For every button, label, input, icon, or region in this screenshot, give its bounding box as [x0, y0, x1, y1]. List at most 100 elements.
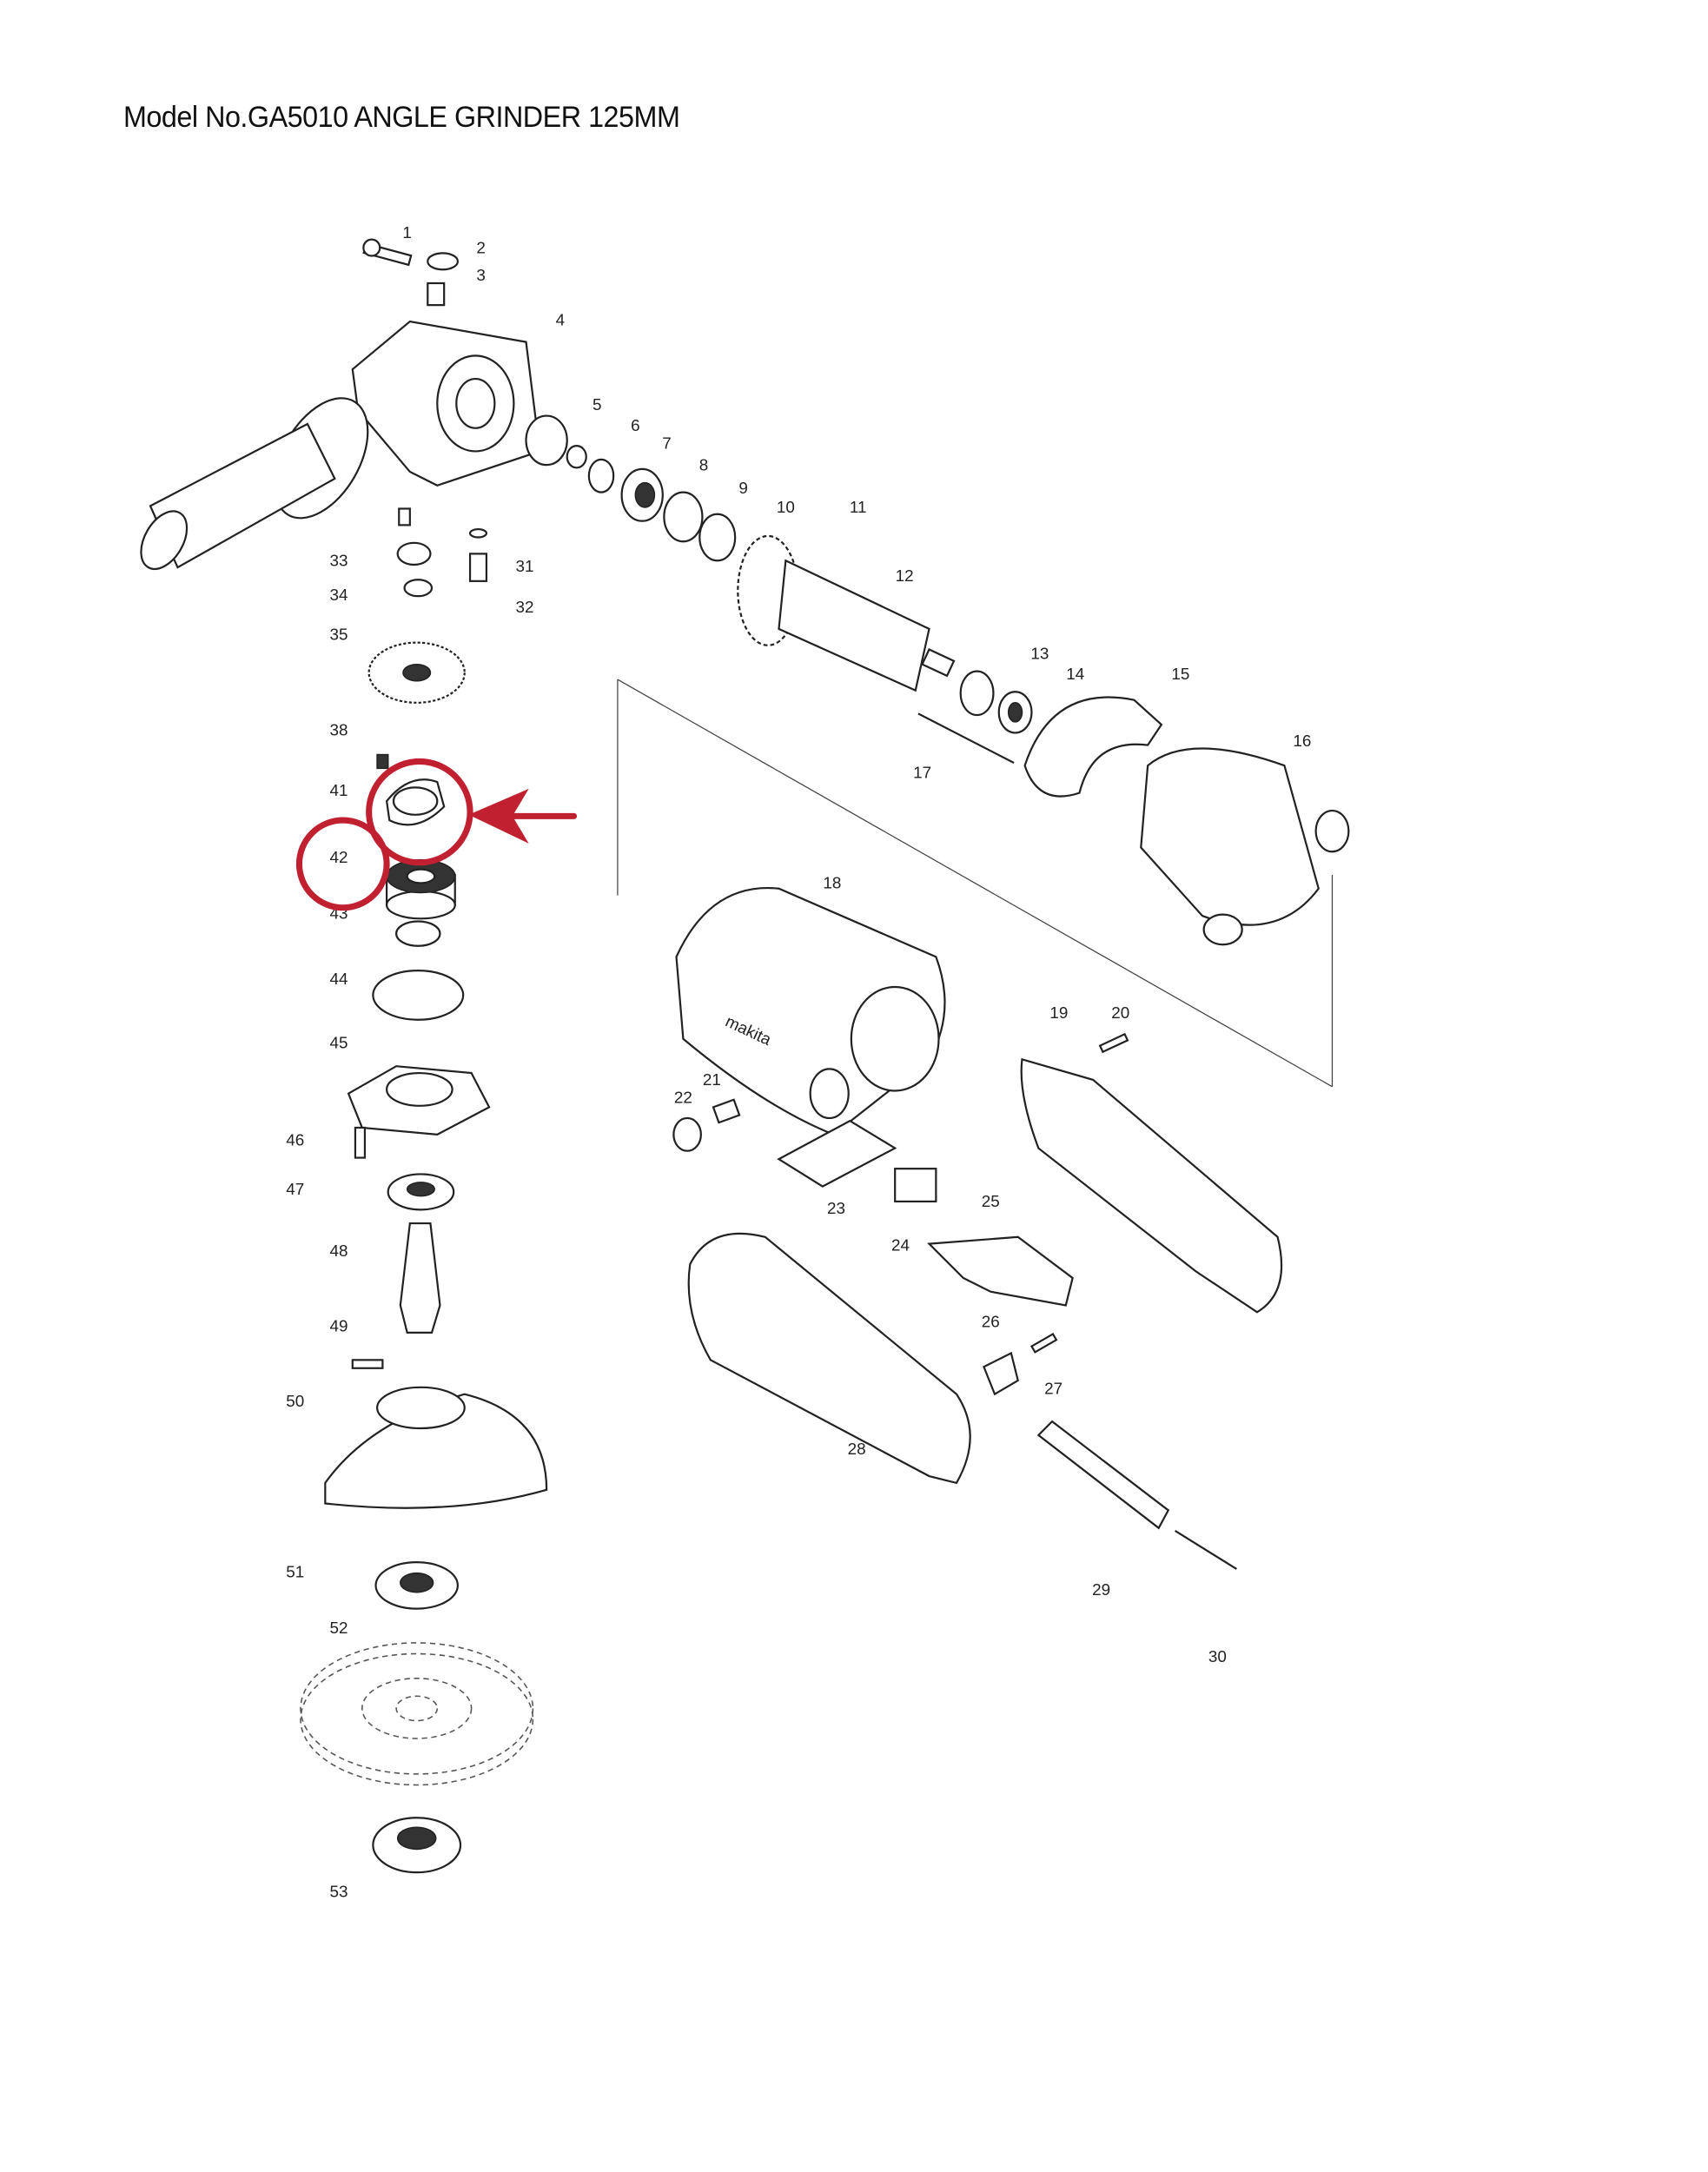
- part-31-oring: [468, 527, 488, 539]
- part-label-4: 4: [556, 311, 566, 329]
- part-label-28: 28: [848, 1440, 866, 1458]
- part-label-13: 13: [1030, 644, 1049, 662]
- part-label-12: 12: [896, 566, 914, 585]
- part-53-lock-nut: [372, 1817, 462, 1874]
- part-10-circlip: [698, 513, 737, 562]
- parts-drawing: makita: [140, 238, 1350, 1874]
- grinding-wheel-dashed: [300, 1642, 534, 1786]
- part-2: [427, 252, 459, 271]
- part-25-switch: [927, 1235, 1074, 1307]
- part-label-52: 52: [330, 1619, 348, 1637]
- part-9-ring: [663, 491, 704, 543]
- assembly-frame: [617, 679, 1334, 1088]
- part-label-25: 25: [982, 1192, 1000, 1210]
- part-23-label: [777, 1119, 897, 1188]
- part-29-cord-guard: [1036, 1420, 1170, 1530]
- part-label-41: 41: [330, 781, 348, 799]
- part-15-baffle: [1023, 696, 1163, 798]
- part-14-bearing: [997, 691, 1033, 734]
- part-34: [396, 541, 432, 566]
- part-label-34: 34: [330, 586, 348, 604]
- part-label-1: 1: [402, 223, 412, 242]
- part-label-35: 35: [330, 625, 348, 643]
- part-42-bearing-retainer: [385, 778, 446, 826]
- part-label-29: 29: [1092, 1580, 1110, 1599]
- part-label-38: 38: [330, 721, 348, 739]
- part-12-armature: [737, 534, 956, 692]
- part-6: [566, 445, 587, 469]
- part-label-27: 27: [1044, 1380, 1063, 1398]
- part-label-20: 20: [1111, 1003, 1129, 1022]
- part-label-42: 42: [330, 848, 348, 866]
- part-51-wheel-guard: [324, 1386, 548, 1509]
- part-1-screw: [362, 238, 413, 267]
- part-33: [398, 507, 411, 526]
- side-grip-handle: [140, 397, 369, 570]
- part-50-screw: [351, 1359, 384, 1369]
- part-19-handle-half: [1020, 1057, 1283, 1314]
- part-label-26: 26: [982, 1313, 1000, 1331]
- part-label-50: 50: [286, 1392, 304, 1410]
- part-32: [468, 553, 488, 582]
- part-label-8: 8: [699, 455, 709, 473]
- part-8-bearing: [620, 467, 664, 522]
- part-label-48: 48: [330, 1242, 348, 1260]
- part-24-capacitor: [894, 1168, 937, 1203]
- part-label-23: 23: [827, 1199, 845, 1217]
- part-label-51: 51: [286, 1562, 304, 1580]
- part-30-cord: [1175, 1530, 1237, 1570]
- part-label-47: 47: [286, 1180, 304, 1198]
- part-label-3: 3: [476, 266, 486, 284]
- part-7: [587, 458, 615, 493]
- part-label-45: 45: [330, 1034, 348, 1052]
- part-20-screw: [1098, 1032, 1129, 1054]
- part-label-24: 24: [891, 1236, 910, 1255]
- part-21-brush: [712, 1098, 741, 1124]
- part-label-53: 53: [330, 1882, 348, 1900]
- highlight-arrow-head: [468, 788, 529, 844]
- part-label-46: 46: [286, 1130, 304, 1149]
- part-49-spindle: [399, 1222, 441, 1334]
- part-label-30: 30: [1208, 1647, 1227, 1665]
- part-label-11: 11: [850, 498, 867, 516]
- part-label-9: 9: [738, 479, 748, 497]
- part-label-10: 10: [777, 498, 795, 516]
- part-label-5: 5: [593, 395, 602, 414]
- part-label-16: 16: [1293, 732, 1311, 750]
- part-18-motor-housing: makita: [675, 886, 946, 1136]
- part-label-32: 32: [515, 598, 533, 616]
- highlight-annotation: [295, 758, 578, 911]
- part-label-7: 7: [662, 434, 672, 452]
- part-43-ball-bearing: [386, 858, 456, 920]
- part-label-44: 44: [330, 970, 348, 988]
- part-17-bolt: [917, 712, 1015, 765]
- highlight-circle-label: [295, 817, 390, 911]
- part-label-31: 31: [515, 557, 533, 575]
- part-52-inner-flange: [374, 1561, 459, 1610]
- part-41-screw: [376, 753, 389, 770]
- part-label-2: 2: [476, 238, 486, 256]
- part-label-17: 17: [913, 763, 931, 781]
- part-44-washer: [395, 920, 441, 947]
- part-5-ring: [525, 414, 568, 467]
- part-label-19: 19: [1049, 1003, 1068, 1022]
- part-4-gear-housing: [351, 320, 541, 487]
- part-28-rear-cover: [687, 1232, 971, 1485]
- part-47-screw: [354, 1126, 367, 1159]
- part-label-21: 21: [703, 1070, 721, 1089]
- part-label-18: 18: [823, 874, 841, 892]
- part-label-49: 49: [330, 1316, 348, 1334]
- part-48-labyrinth: [387, 1173, 455, 1211]
- part-16-field: [1140, 747, 1350, 946]
- part-35-ring: [403, 579, 434, 598]
- part-13: [959, 670, 995, 717]
- part-label-33: 33: [330, 552, 348, 570]
- part-46-bearing-box: [347, 1065, 491, 1136]
- part-26: [983, 1351, 1020, 1396]
- part-label-15: 15: [1171, 665, 1189, 683]
- part-27-screw: [1029, 1332, 1058, 1354]
- part-3-spring: [427, 281, 446, 307]
- part-label-6: 6: [631, 416, 640, 434]
- part-22-cap: [672, 1116, 702, 1152]
